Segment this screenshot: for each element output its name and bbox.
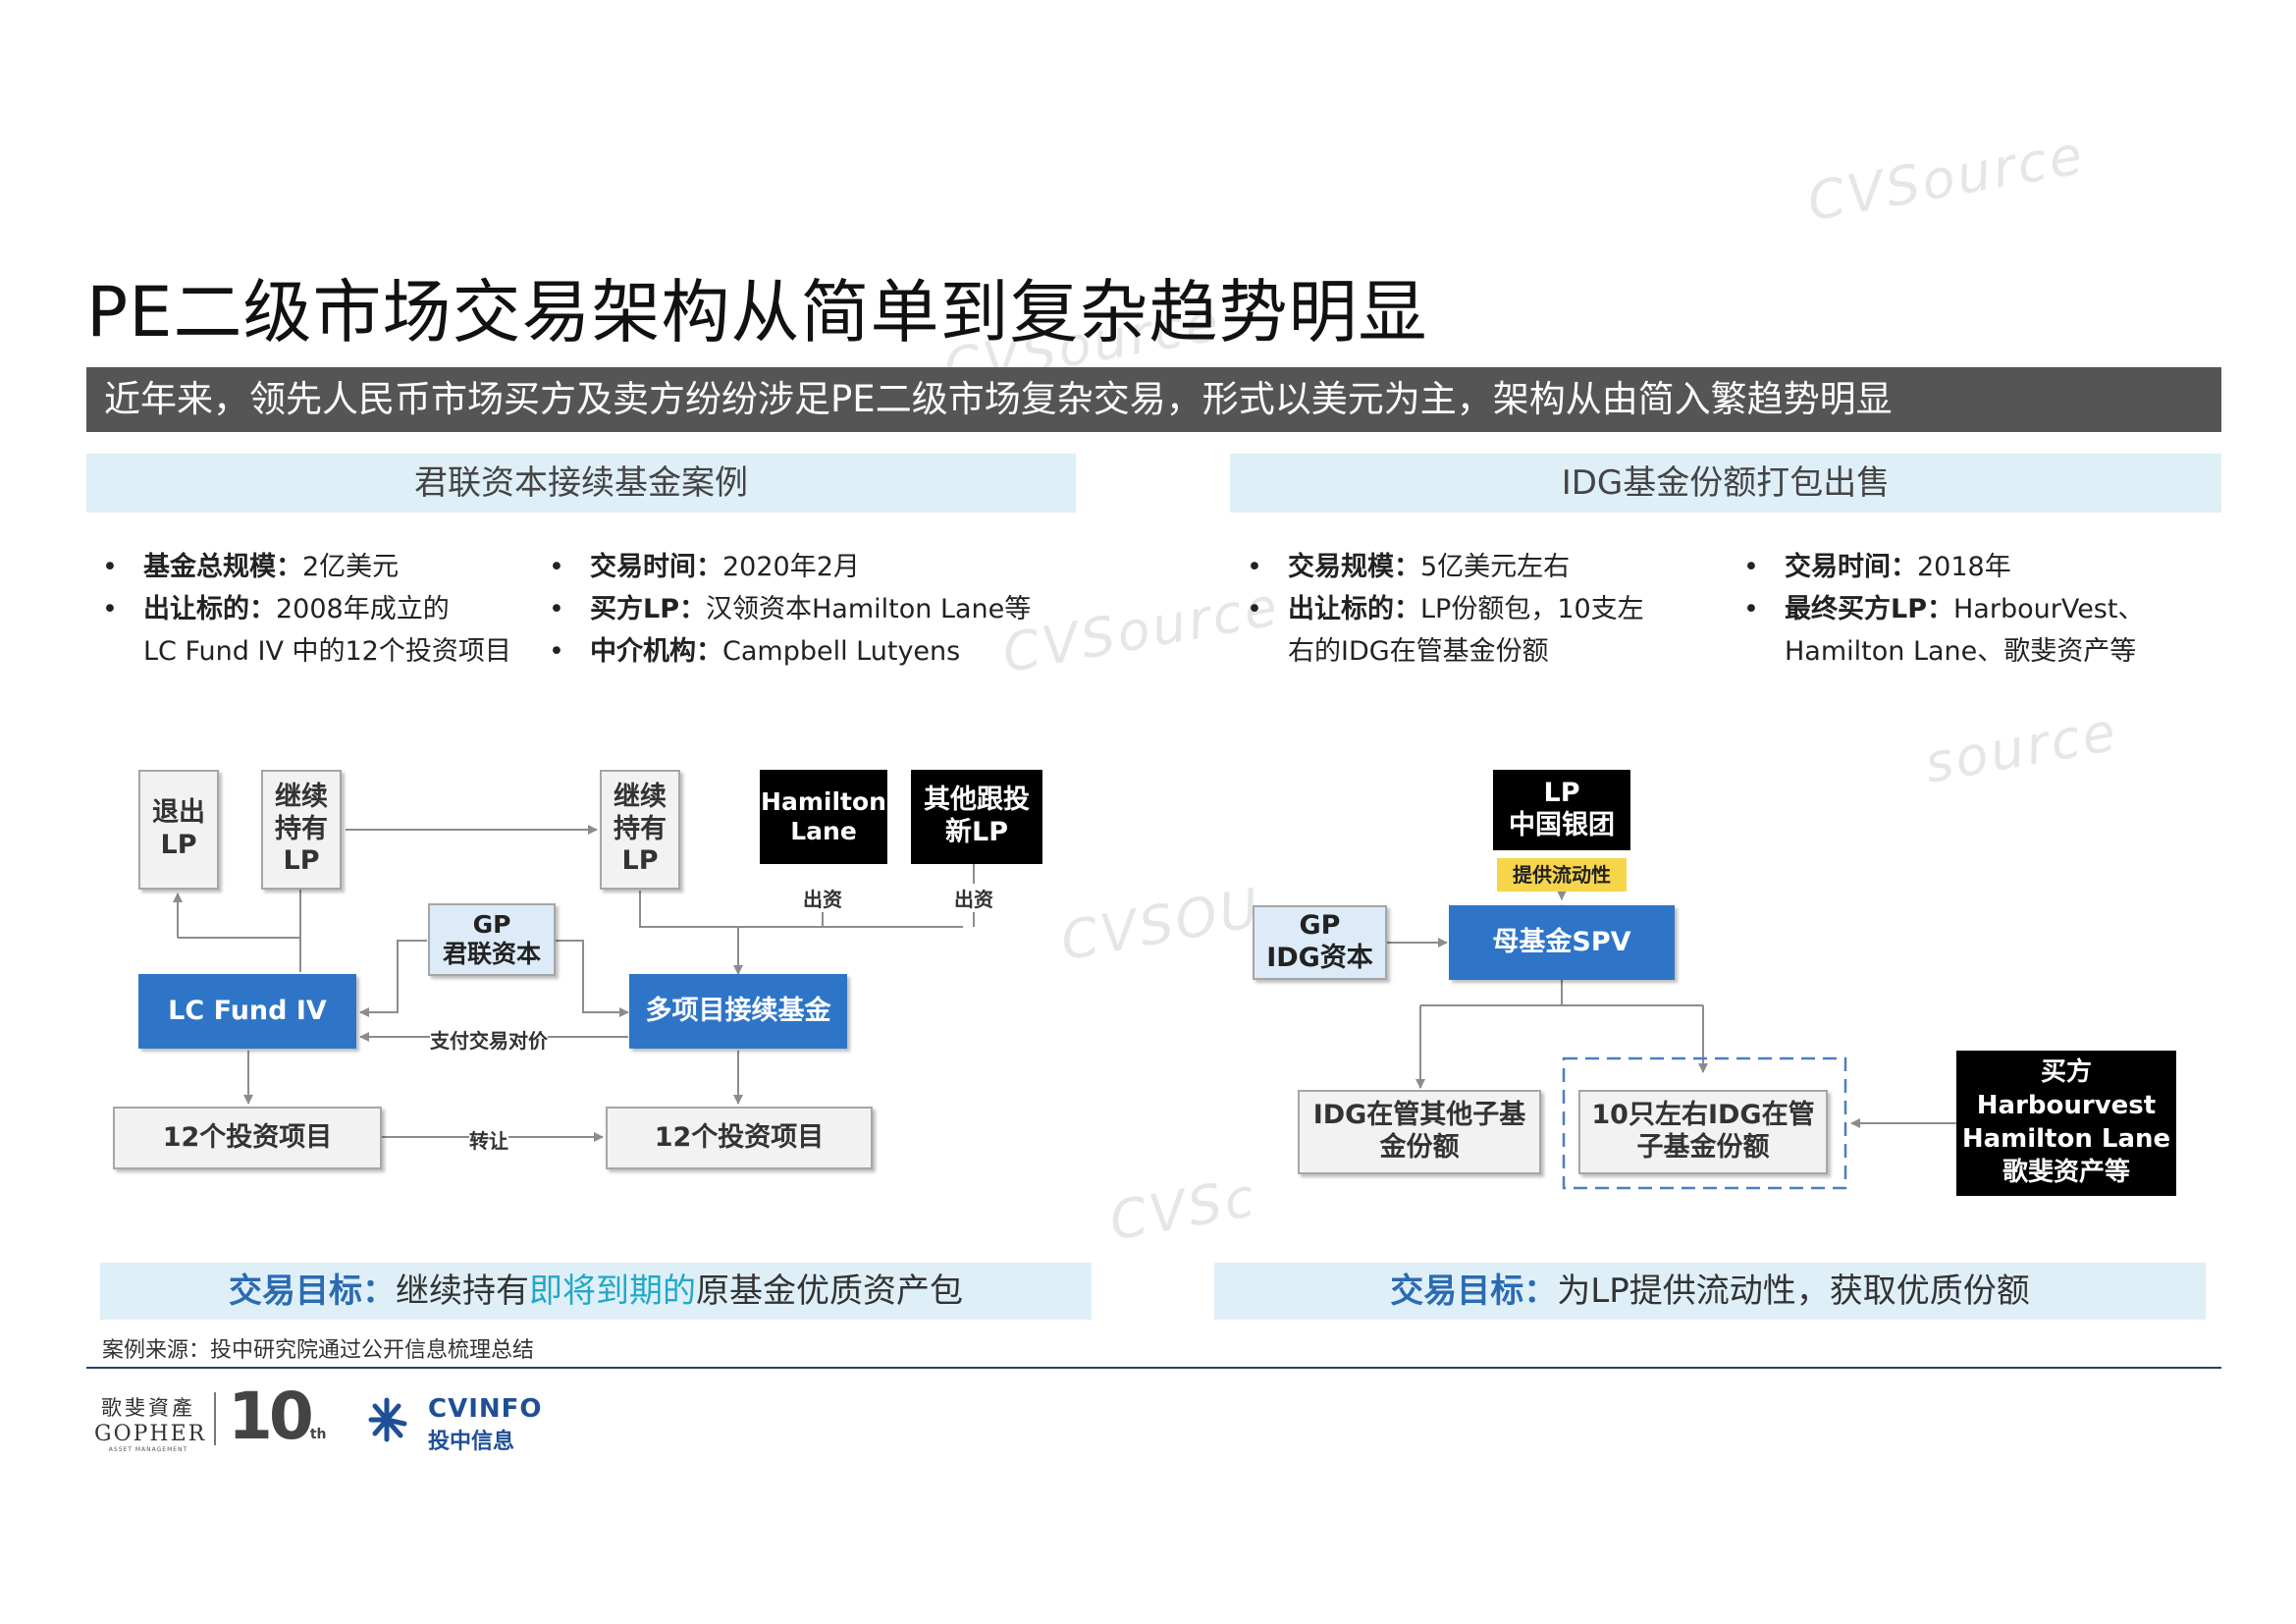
multi-project-continuation-fund-box: 多项目接续基金 — [629, 974, 847, 1049]
right-trade-goal: 交易目标：为LP提供流动性，获取优质份额 — [1214, 1263, 2206, 1320]
tenth-anniversary-logo: 10th — [228, 1379, 327, 1454]
right-case-bullets-col1: •交易规模：5亿美元左右 •出让标的：LP份额包，10支左 右的IDG在管基金份… — [1233, 546, 1694, 673]
bullet-item: •中介机构：Campbell Lutyens — [549, 636, 961, 667]
left-case-header: 君联资本接续基金案例 — [86, 454, 1076, 513]
investment-projects-box: 12个投资项目 — [113, 1107, 382, 1169]
liquidity-tag: 提供流动性 — [1497, 858, 1627, 892]
right-case-bullets-col2: •交易时间：2018年 •最终买方LP：HarbourVest、 Hamilto… — [1730, 546, 2220, 673]
other-sub-fund-shares-box: IDG在管其他子基金份额 — [1298, 1090, 1541, 1174]
source-note: 案例来源：投中研究院通过公开信息梳理总结 — [102, 1338, 535, 1363]
other-new-lp-box: 其他跟投新LP — [911, 770, 1042, 864]
invest-label: 出资 — [954, 884, 993, 912]
left-trade-goal: 交易目标：继续持有即将到期的原基金优质资产包 — [100, 1263, 1092, 1320]
selected-funds-dashed-frame — [1562, 1056, 1847, 1190]
ten-sub-fund-shares-box: 10只左右IDG在管子基金份额 — [1578, 1090, 1828, 1174]
cvinfo-mark-icon — [365, 1390, 426, 1449]
logo-divider — [214, 1392, 216, 1445]
right-case-header: IDG基金份额打包出售 — [1230, 454, 2221, 513]
bullet-item: •交易规模：5亿美元左右 — [1247, 552, 1571, 582]
bullet-continuation: LC Fund IV 中的12个投资项目 — [143, 636, 511, 667]
bullet-item: •基金总规模：2亿美元 — [102, 552, 400, 582]
invest-label: 出资 — [803, 884, 842, 912]
bullet-item: •出让标的：2008年成立的 — [102, 594, 450, 624]
gopher-logo: 歌斐資產 GOPHER ASSET MANAGEMENT — [94, 1396, 207, 1453]
bullet-item: •交易时间：2020年2月 — [549, 552, 860, 582]
pay-consideration-label: 支付交易对价 — [430, 1025, 548, 1054]
bullet-continuation: Hamilton Lane、歌斐资产等 — [1785, 636, 2137, 667]
investment-projects-box: 12个投资项目 — [606, 1107, 873, 1169]
summary-banner: 近年来，领先人民币市场买方及卖方纷纷涉足PE二级市场复杂交易，形式以美元为主，架… — [86, 367, 2221, 432]
bullet-item: •买方LP：汉领资本Hamilton Lane等 — [549, 594, 1032, 624]
bullet-item: •交易时间：2018年 — [1743, 552, 2011, 582]
footer-divider — [86, 1367, 2221, 1369]
left-case-bullets-col2: •交易时间：2020年2月 •买方LP：汉领资本Hamilton Lane等 •… — [535, 546, 1085, 673]
bullet-continuation: 右的IDG在管基金份额 — [1288, 636, 1549, 667]
bullet-item: •最终买方LP：HarbourVest、 — [1743, 594, 2145, 624]
bullet-item: •出让标的：LP份额包，10支左 — [1247, 594, 1644, 624]
cvinfo-logo: CVINFO 投中信息 — [428, 1394, 543, 1454]
lc-fund-iv-box: LC Fund IV — [138, 974, 356, 1049]
transfer-label: 转让 — [469, 1125, 508, 1154]
fof-spv-box: 母基金SPV — [1449, 905, 1675, 980]
page-title: PE二级市场交易架构从简单到复杂趋势明显 — [86, 272, 1428, 352]
left-case-bullets-col1: •基金总规模：2亿美元 •出让标的：2008年成立的 LC Fund IV 中的… — [88, 546, 550, 673]
